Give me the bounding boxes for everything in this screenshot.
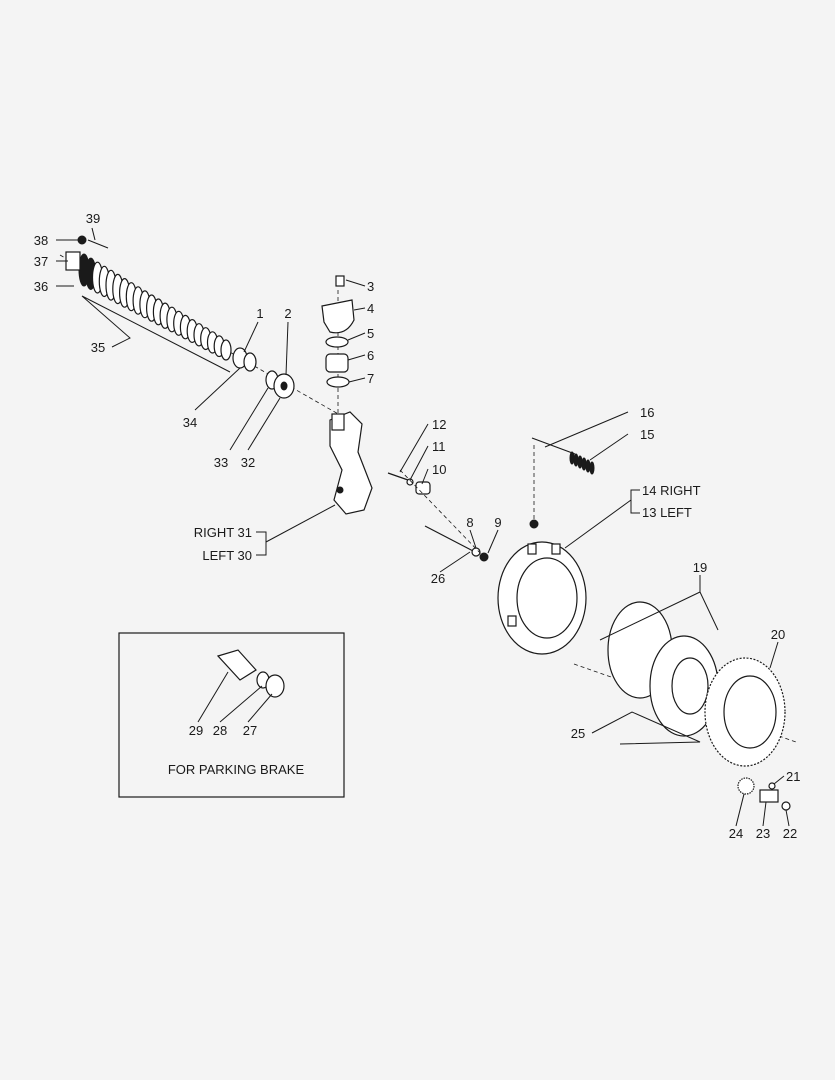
- callout-11: 11: [432, 439, 446, 454]
- cap-seal-stack: [321, 275, 355, 420]
- callout-6: 6: [367, 348, 374, 363]
- callout-39: 39: [86, 211, 100, 226]
- spring-15-coil: [569, 451, 575, 465]
- pin-12: [387, 472, 409, 481]
- callout-28: 28: [213, 723, 227, 738]
- brake-fork-lever: [329, 411, 373, 515]
- washer-34: [243, 352, 257, 372]
- callout-27: 27: [243, 723, 257, 738]
- callout-33: 33: [214, 455, 228, 470]
- gear-2-hub: [280, 381, 288, 391]
- end-bracket: [65, 251, 81, 271]
- fork-boss: [331, 413, 345, 431]
- lug-top-1: [527, 543, 537, 555]
- brake-disc-pack: [573, 601, 797, 767]
- spring-15-coil: [585, 459, 591, 473]
- disc-25-center: [671, 657, 709, 715]
- callout-5: 5: [367, 326, 374, 341]
- actuator-ring-inner: [516, 557, 578, 639]
- callout-labels: 1 2 3 4 5 6 7 8 9 10 11 12 14 RIGHT 13 L…: [34, 211, 801, 841]
- callout-38: 38: [34, 233, 48, 248]
- callout-29: 29: [189, 723, 203, 738]
- ring-gear-20-inner: [723, 675, 777, 749]
- rod-16: [531, 437, 576, 455]
- spring-15-coil: [581, 457, 587, 471]
- leader-lines: [56, 227, 790, 827]
- callout-36: 36: [34, 279, 48, 294]
- spring-15-coil: [573, 453, 579, 467]
- callout-4: 4: [367, 301, 374, 316]
- parking-brake-inset: FOR PARKING BRAKE: [118, 632, 345, 798]
- seal-27: [265, 674, 285, 698]
- spring-coils: [78, 253, 232, 361]
- callout-3: 3: [367, 279, 374, 294]
- fork-pin-hole: [336, 486, 344, 494]
- callout-9: 9: [494, 515, 501, 530]
- rod-and-spring: [529, 437, 595, 529]
- callout-20: 20: [771, 627, 785, 642]
- callout-35: 35: [91, 340, 105, 355]
- callout-2: 2: [284, 306, 291, 321]
- callout-34: 34: [183, 415, 197, 430]
- plunger-29: [216, 649, 257, 681]
- o-ring-5: [325, 336, 349, 348]
- lug-top-2: [551, 543, 561, 555]
- callout-31-right: RIGHT 31: [194, 525, 252, 540]
- callout-13-left: 13 LEFT: [642, 505, 692, 520]
- callout-19: 19: [693, 560, 707, 575]
- callout-37: 37: [34, 254, 48, 269]
- callout-12: 12: [432, 417, 446, 432]
- inset-caption: FOR PARKING BRAKE: [168, 762, 305, 777]
- bushing-6: [325, 353, 349, 373]
- pin: [87, 239, 109, 249]
- inset-frame: [118, 632, 345, 798]
- callout-25: 25: [571, 726, 585, 741]
- spring-15: [569, 451, 595, 475]
- callout-32: 32: [241, 455, 255, 470]
- callout-10: 10: [432, 462, 446, 477]
- actuator-plate: [497, 541, 587, 655]
- callout-15: 15: [640, 427, 654, 442]
- callout-23: 23: [756, 826, 770, 841]
- callout-16: 16: [640, 405, 654, 420]
- callout-8: 8: [466, 515, 473, 530]
- washer-7: [326, 376, 350, 388]
- pinion-bracket: [737, 777, 791, 811]
- bushing-10: [415, 481, 431, 495]
- callout-1: 1: [256, 306, 263, 321]
- callout-24: 24: [729, 826, 743, 841]
- callout-30-left: LEFT 30: [202, 548, 252, 563]
- callout-14-right: 14 RIGHT: [642, 483, 701, 498]
- spring-15-coil: [577, 455, 583, 469]
- pin-21: [768, 782, 776, 790]
- screw-3: [335, 275, 345, 287]
- spring-shaft-assembly: [59, 235, 341, 416]
- pins-and-bolt: [387, 469, 489, 562]
- spring-coil: [220, 339, 232, 361]
- lug-left: [507, 615, 517, 627]
- ball: [529, 519, 539, 529]
- nut: [77, 235, 87, 245]
- bolt-26: [424, 525, 476, 553]
- spring-15-coil: [589, 461, 595, 475]
- callout-7: 7: [367, 371, 374, 386]
- pinion-24: [737, 777, 755, 795]
- callout-26: 26: [431, 571, 445, 586]
- bracket-23: [759, 789, 779, 803]
- cap-4: [321, 299, 355, 334]
- callout-22: 22: [783, 826, 797, 841]
- screw-22: [781, 801, 791, 811]
- callout-21: 21: [786, 769, 800, 784]
